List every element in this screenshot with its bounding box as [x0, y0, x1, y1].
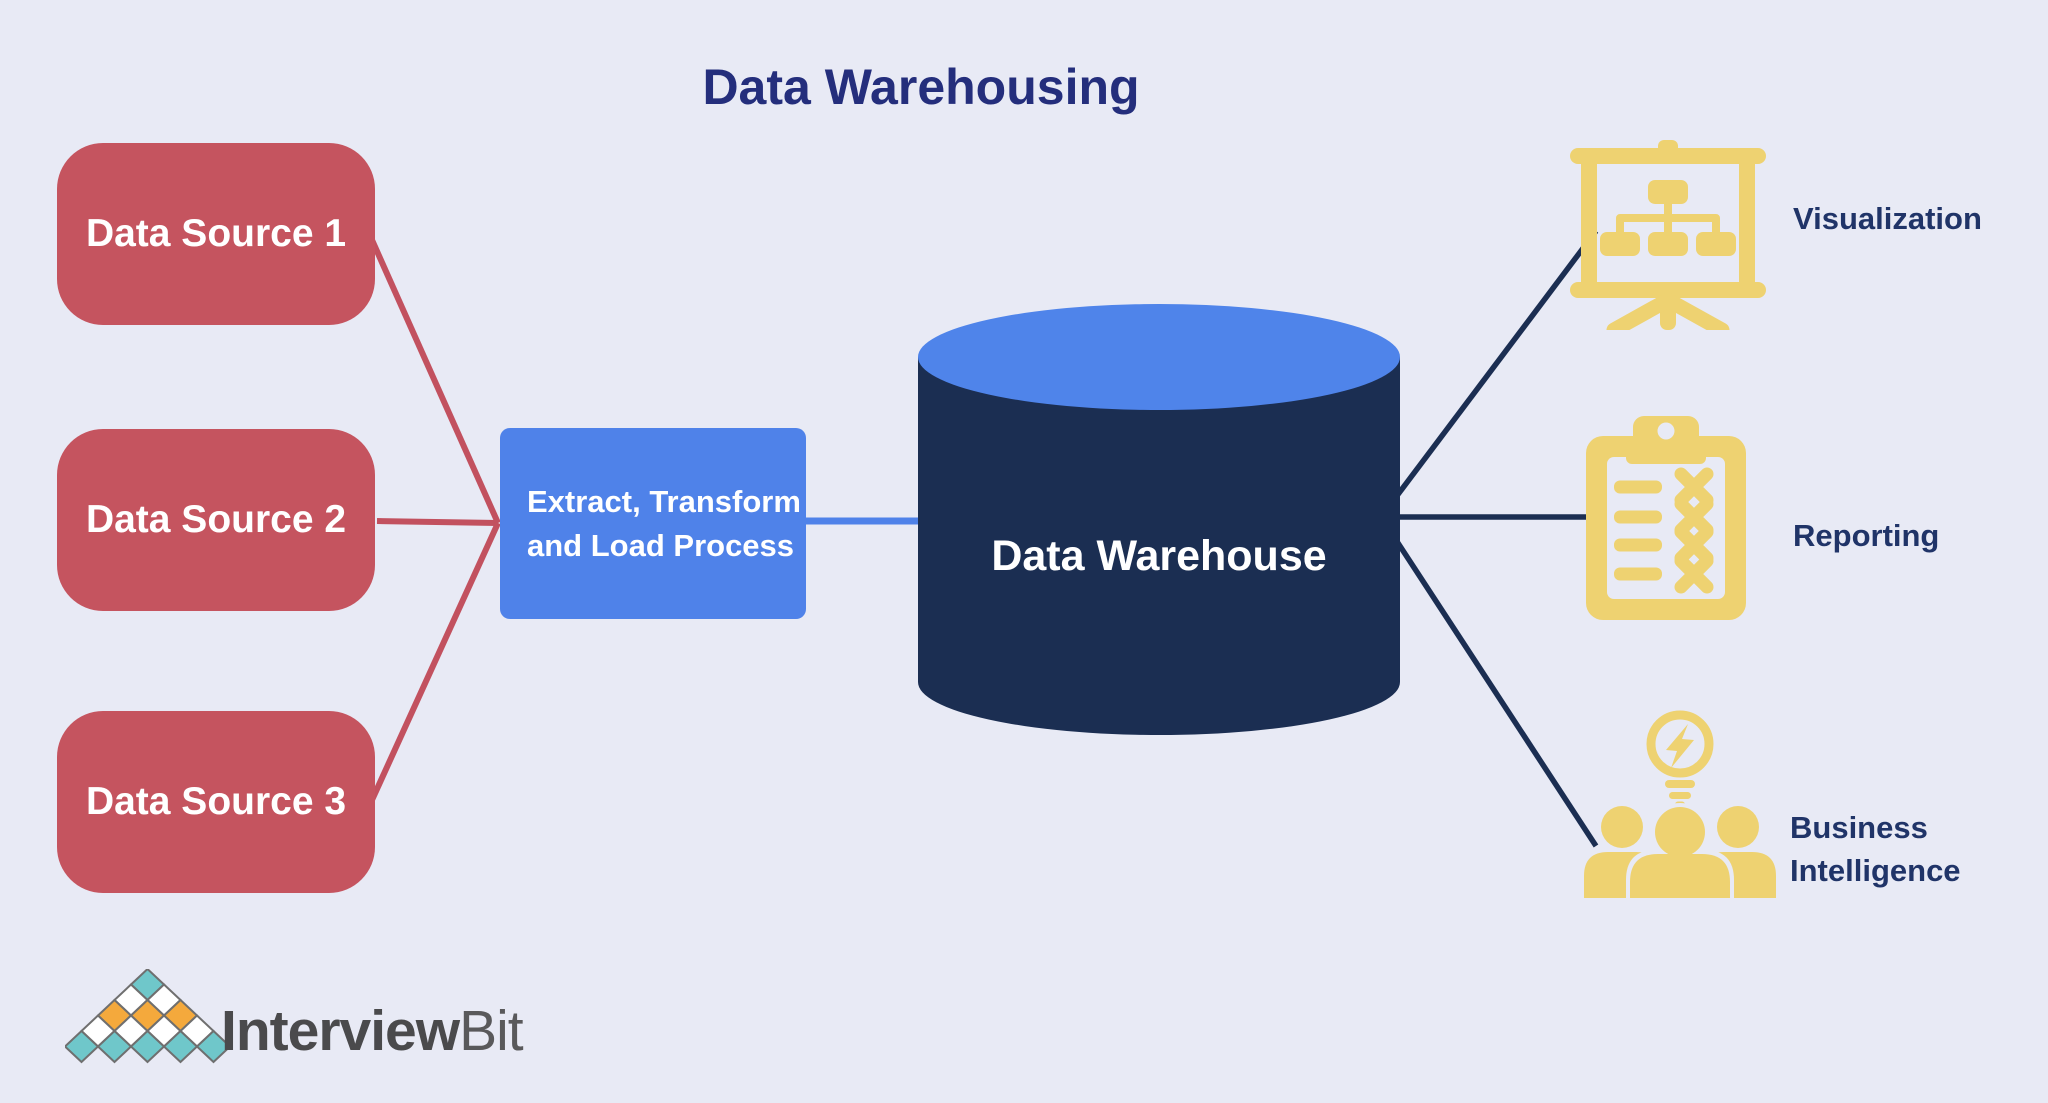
output-label-reporting: Reporting: [1793, 518, 1940, 553]
logo-diamond-teal: [96, 1029, 133, 1064]
logo-pyramid-icon: [65, 969, 230, 1064]
logo-wordmark: InterviewBit: [221, 998, 524, 1064]
bi-label-line2: Intelligence: [1790, 853, 1961, 888]
data-source-2-box: Data Source 2: [57, 429, 375, 611]
warehouse-output-lines: [1378, 229, 1601, 848]
logo-diamond-teal: [195, 1029, 230, 1064]
data-source-3-box: Data Source 3: [57, 711, 375, 893]
logo-diamond-teal: [129, 1029, 166, 1064]
report-clipboard-icon: [1586, 416, 1746, 620]
warehouse-cylinder: [918, 304, 1400, 735]
bi-label-line1: Business: [1790, 810, 1928, 845]
presentation-board-icon: [1570, 140, 1766, 330]
interviewbit-logo: InterviewBit: [65, 965, 625, 1075]
team-idea-icon: [1584, 710, 1776, 898]
source-etl-lines: [369, 238, 501, 802]
data-source-3-label: Data Source 3: [85, 780, 347, 823]
warehouse-label: Data Warehouse: [991, 532, 1327, 580]
etl-label-line2: and Load Process: [527, 527, 795, 563]
output-label-business-intelligence: Business Intelligence: [1790, 806, 1961, 892]
data-source-1-box: Data Source 1: [57, 143, 375, 325]
logo-text-bit: Bit: [459, 999, 524, 1063]
cylinder-top-ellipse: [918, 304, 1400, 410]
logo-diamond-teal: [162, 1029, 199, 1064]
output-label-visualization: Visualization: [1793, 201, 1982, 236]
logo-diamond-teal: [65, 1029, 100, 1064]
etl-process-box: Extract, Transform and Load Process: [500, 428, 806, 619]
page-title: Data Warehousing: [702, 59, 1140, 115]
logo-text-interview: Interview: [221, 999, 460, 1063]
data-source-1-label: Data Source 1: [85, 212, 347, 255]
etl-label-line1: Extract, Transform: [527, 483, 801, 519]
data-source-2-label: Data Source 2: [85, 498, 347, 541]
